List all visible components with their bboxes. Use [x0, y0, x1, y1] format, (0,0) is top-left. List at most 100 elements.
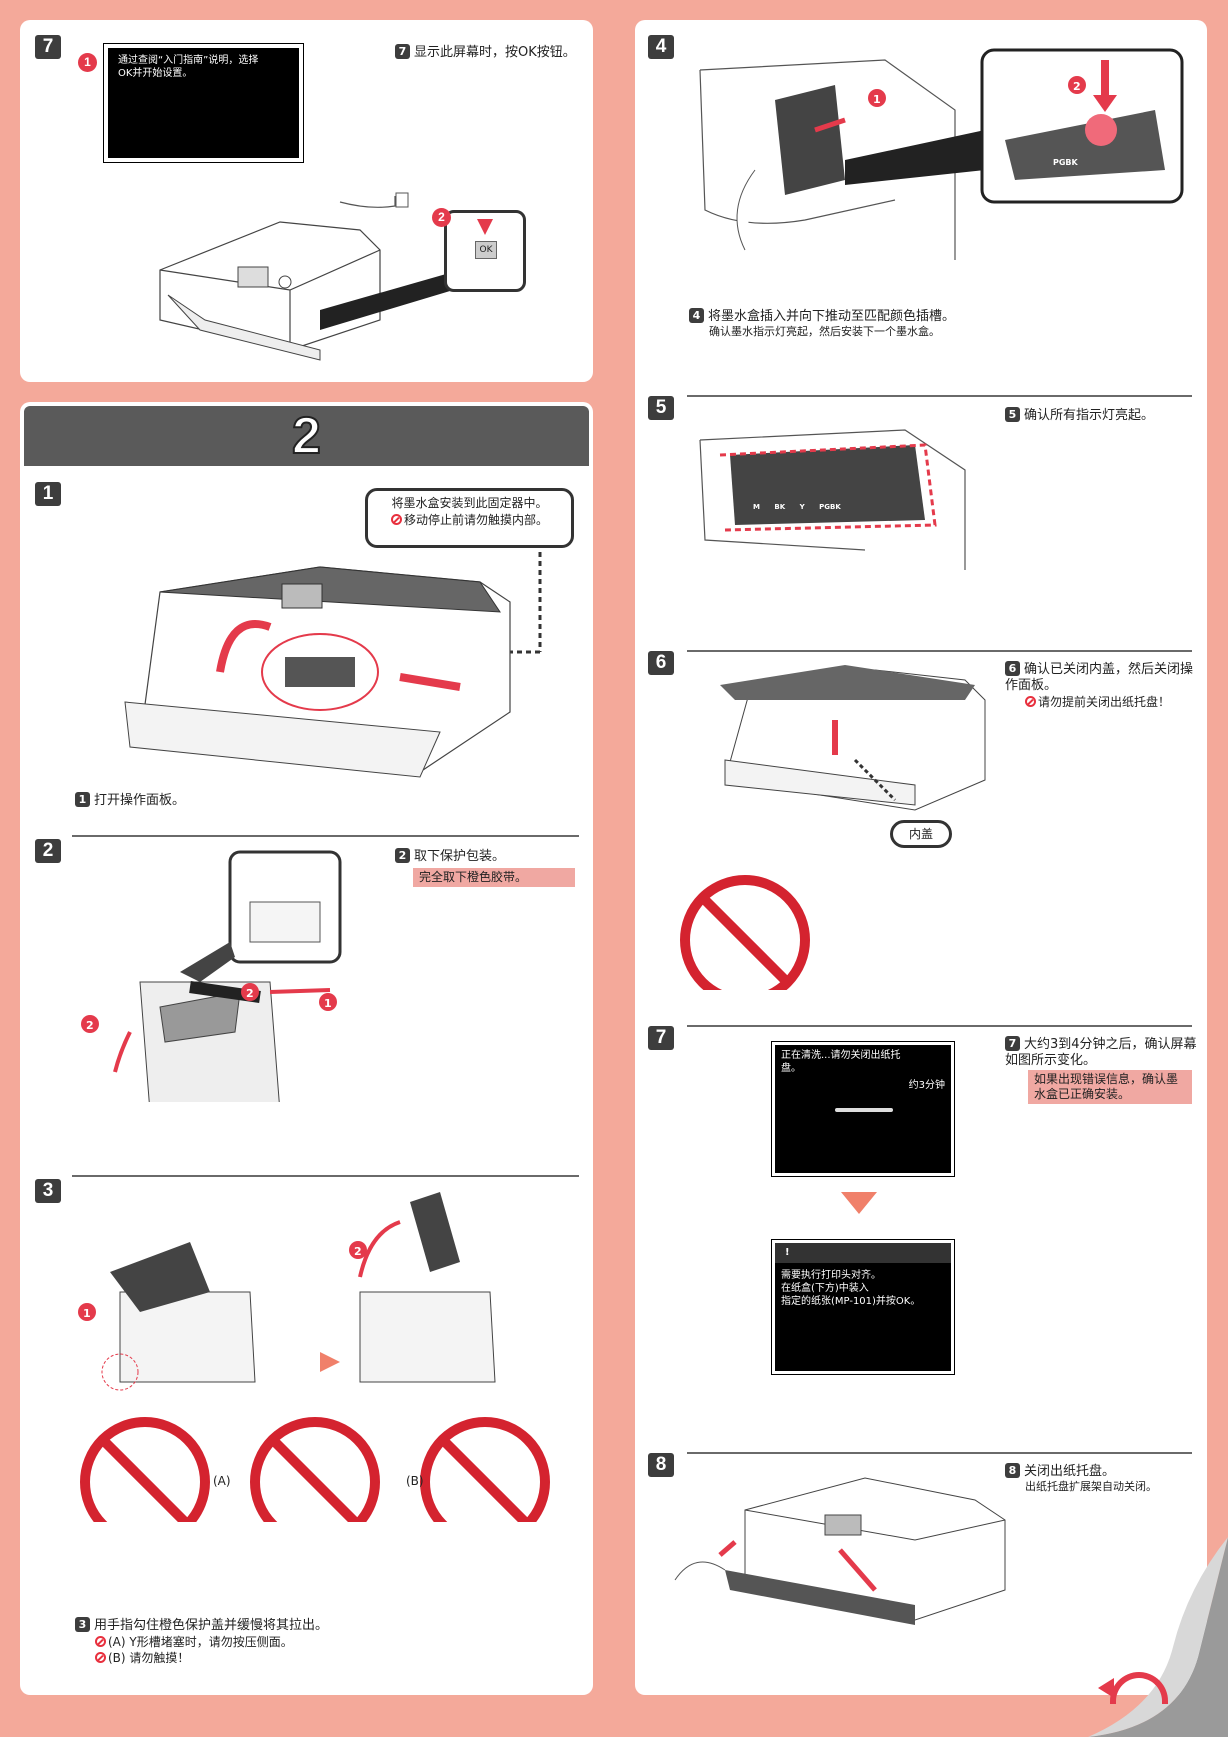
separator — [72, 835, 579, 837]
desc-text: 确认所有指示灯亮起。 — [1024, 408, 1155, 423]
separator — [687, 1452, 1192, 1454]
slot-label: PGBK — [819, 503, 841, 511]
svg-text:2: 2 — [354, 1245, 362, 1258]
alert-bar: ! — [775, 1243, 951, 1263]
cleaning-screen: 正在清洗...请勿关闭出纸托盘。 约3分钟 — [771, 1041, 955, 1177]
step-number: 3 — [35, 1179, 61, 1203]
separator — [687, 1025, 1192, 1027]
desc-number: 3 — [75, 1617, 90, 1632]
page-turn-corner — [1088, 1537, 1228, 1737]
section-header: 2 — [24, 406, 589, 466]
open-printer-illustration — [124, 552, 542, 778]
step-number: 4 — [648, 35, 674, 59]
desc-text: 确认已关闭内盖，然后关闭操作面板。 — [1005, 662, 1194, 693]
svg-text:1: 1 — [873, 93, 881, 106]
screen-text: 通过查阅“入门指南”说明，选择OK并开始设置。 — [118, 55, 259, 79]
ok-button: OK — [475, 241, 497, 259]
close-tray-illustration — [674, 1477, 1006, 1625]
desc-sub: 出纸托盘扩展架自动关闭。 — [1025, 1480, 1157, 1493]
screen-line: 指定的纸张(MP-101)并按OK。 — [781, 1296, 921, 1307]
desc-number: 5 — [1005, 407, 1020, 422]
screen-line: 需要执行打印头对齐。 — [781, 1270, 881, 1281]
step-number: 7 — [35, 35, 61, 59]
desc-number: 8 — [1005, 1463, 1020, 1478]
prohibited-icon — [95, 1636, 106, 1647]
holder-callout: 将墨水盒安装到此固定器中。 移动停止前请勿触摸内部。 — [365, 488, 574, 548]
desc-text: 显示此屏幕时，按OK按钮。 — [414, 45, 576, 60]
desc-number: 2 — [395, 848, 410, 863]
indicator-lamps-illustration — [699, 429, 966, 570]
prohibited-icon — [390, 514, 402, 525]
callout-number-1: 1 — [78, 53, 97, 72]
pgbk-label: PGBK — [1053, 158, 1078, 167]
ok-button-zoom: OK — [444, 210, 526, 292]
warning-text: 请勿提前关闭出纸托盘！ — [1038, 695, 1171, 709]
close-panel-illustration — [680, 665, 986, 990]
section-number: 2 — [291, 406, 322, 466]
step-description: 7 显示此屏幕时，按OK按钮。 — [395, 44, 595, 61]
separator — [72, 1175, 579, 1177]
desc-text: 大约3到4分钟之后，确认屏幕如图所示变化。 — [1005, 1037, 1197, 1068]
step-number: 2 — [35, 839, 61, 863]
warning-note: 完全取下橙色胶带。 — [413, 868, 575, 887]
svg-text:2: 2 — [86, 1019, 94, 1032]
desc-number: 7 — [1005, 1036, 1020, 1051]
desc-number: 1 — [75, 792, 90, 807]
slot-label: BK — [774, 503, 786, 511]
step-description: 3 用手指勾住橙色保护盖并缓慢将其拉出。 (A) Y形槽堵塞时，请勿按压侧面。 (… — [75, 1617, 555, 1666]
step-number: 1 — [35, 482, 61, 506]
label-a: (A) — [213, 1474, 231, 1488]
ink-slot-labels: M BK Y PGBK — [753, 503, 841, 511]
svg-text:2: 2 — [1073, 80, 1081, 93]
desc-text: 关闭出纸托盘。 — [1024, 1464, 1116, 1479]
svg-text:2: 2 — [246, 987, 254, 1000]
desc-number: 7 — [395, 44, 410, 59]
desc-text: 将墨水盒插入并向下推动至匹配颜色插槽。 — [708, 309, 956, 324]
note-b: (B) 请勿触摸！ — [108, 1651, 190, 1665]
slot-label: Y — [799, 503, 805, 511]
warning-note: 如果出现错误信息，确认墨水盒已正确安装。 — [1028, 1070, 1192, 1104]
inner-cover-callout: 内盖 — [890, 820, 952, 848]
step-number: 5 — [648, 396, 674, 420]
remove-packaging-illustration: 2 1 2 — [81, 850, 342, 1102]
printer-illustration — [159, 192, 460, 361]
callout-number-2: 2 — [432, 208, 451, 227]
slot-label: M — [753, 503, 760, 511]
prohibited-icon — [1025, 696, 1036, 707]
step-description: 1 打开操作面板。 — [75, 792, 185, 809]
desc-text: 用手指勾住橙色保护盖并缓慢将其拉出。 — [94, 1618, 329, 1633]
step-description: 5 确认所有指示灯亮起。 — [1005, 407, 1195, 424]
top-left-panel: 7 1 通过查阅“入门指南”说明，选择OK并开始设置。 7 显示此屏幕时，按OK按… — [20, 20, 593, 382]
step-number: 7 — [648, 1026, 674, 1050]
insert-ink-illustration: 2 1 — [699, 48, 1184, 260]
step-number: 6 — [648, 651, 674, 675]
separator — [687, 650, 1192, 652]
prohibited-icon — [95, 1652, 106, 1663]
desc-text: 取下保护包装。 — [414, 849, 506, 864]
note-a: (A) Y形槽堵塞时，请勿按压侧面。 — [108, 1635, 293, 1649]
svg-text:1: 1 — [83, 1307, 91, 1320]
printer-screen: 通过查阅“入门指南”说明，选择OK并开始设置。 — [103, 43, 304, 163]
desc-number: 4 — [689, 308, 704, 323]
step-description: 4 将墨水盒插入并向下推动至匹配颜色插槽。 确认墨水指示灯亮起，然后安装下一个墨水… — [689, 308, 1189, 339]
step-description: 8 关闭出纸托盘。 出纸托盘扩展架自动关闭。 — [1005, 1463, 1201, 1494]
callout-line-2: 移动停止前请勿触摸内部。 — [403, 513, 548, 527]
arrow-down-icon — [841, 1192, 877, 1214]
step-number: 8 — [648, 1453, 674, 1477]
progress-bar — [835, 1108, 893, 1112]
desc-text: 打开操作面板。 — [94, 793, 186, 808]
screen-line: 在纸盒(下方)中装入 — [781, 1283, 869, 1294]
desc-number: 6 — [1005, 661, 1020, 676]
arrow-head-icon — [1098, 1678, 1114, 1698]
separator — [687, 395, 1192, 397]
desc-sub: 确认墨水指示灯亮起，然后安装下一个墨水盒。 — [709, 325, 940, 338]
remove-cap-illustration: 1 2 — [78, 1192, 550, 1522]
right-panel: 4 2 1 PGBK 4 将墨水盒插入并向下推动至匹配颜色插槽。 确认墨水指示灯亮… — [635, 20, 1207, 1695]
alignment-screen: ! 需要执行打印头对齐。 在纸盒(下方)中装入 指定的纸张(MP-101)并按O… — [771, 1239, 955, 1375]
arrow-down-icon — [477, 219, 493, 235]
callout-line-1: 将墨水盒安装到此固定器中。 — [391, 496, 548, 510]
screen-message: 正在清洗...请勿关闭出纸托盘。 — [781, 1050, 901, 1074]
